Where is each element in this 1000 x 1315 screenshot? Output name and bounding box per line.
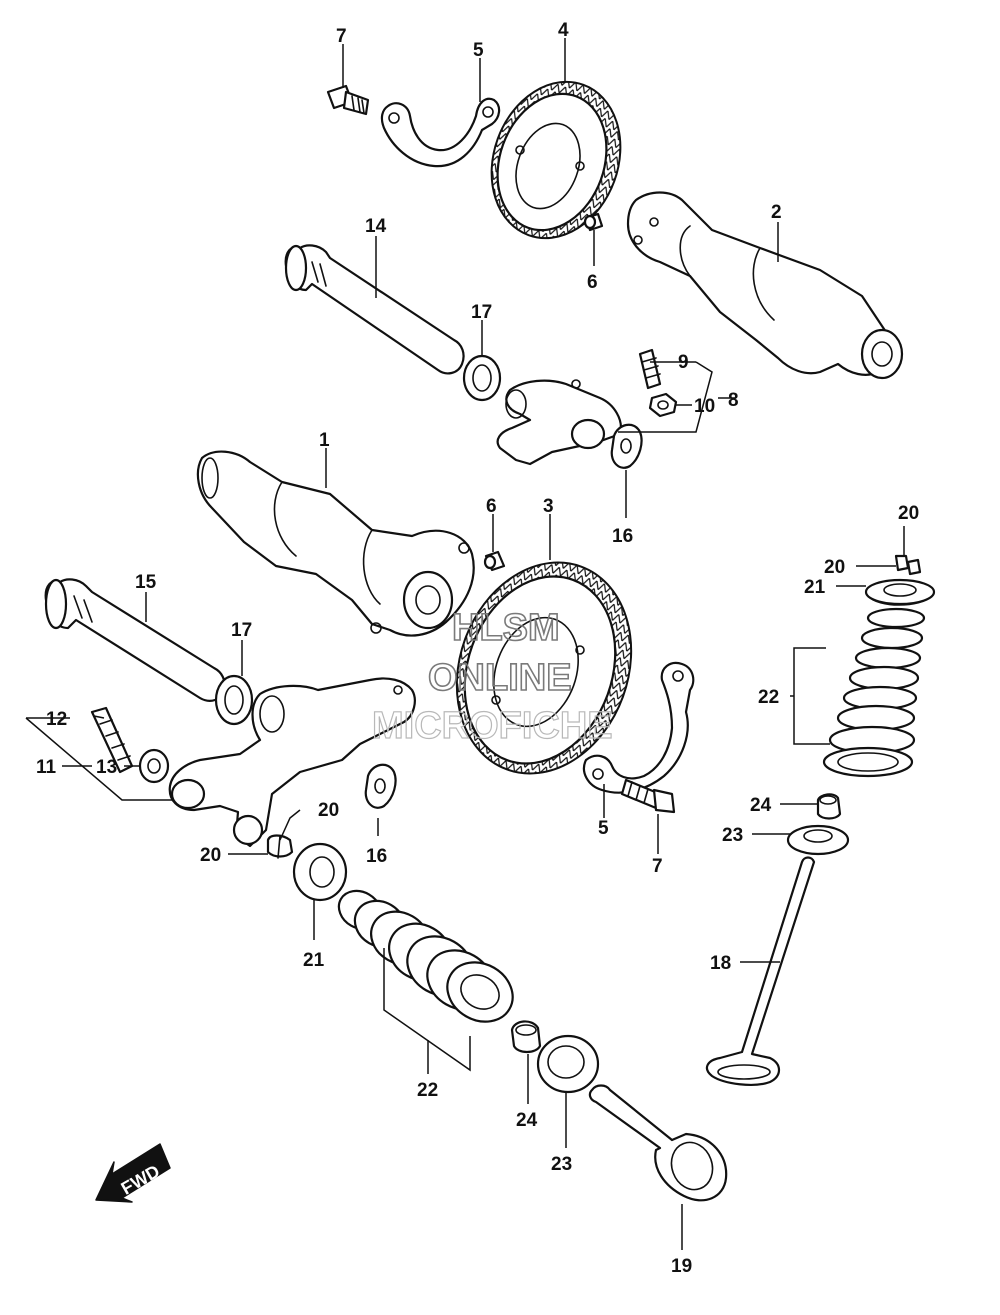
watermark: HLSM ONLINE MICROFICHE	[371, 606, 613, 747]
rocker-arm-11	[168, 677, 416, 848]
callout-17-top: 17	[471, 302, 492, 323]
lock-nut-13	[138, 748, 170, 784]
callout-5-top: 5	[473, 40, 484, 61]
callout-7-bottom: 7	[652, 856, 663, 877]
callout-6-top: 6	[587, 272, 598, 293]
callout-numbers: 7 5 4 2 6 14 17 9 10 8 16 1 6 3 15 17 12…	[36, 20, 919, 1277]
callout-1: 1	[319, 430, 330, 451]
oil-orifice-16-top	[610, 423, 643, 469]
rocker-arm-8	[496, 379, 622, 466]
callout-19: 19	[671, 1256, 692, 1277]
callout-22-top: 22	[758, 687, 779, 708]
lock-nut-10	[648, 392, 678, 418]
callout-12: 12	[46, 709, 67, 730]
oil-orifice-16-bottom	[364, 763, 397, 809]
callout-8: 8	[728, 390, 739, 411]
watermark-line-2: ONLINE	[428, 657, 572, 699]
valve-spring-22-bottom	[337, 889, 514, 1023]
washer-17-bottom	[214, 674, 254, 726]
spring-retainer-21-top	[864, 578, 936, 606]
cam-sprocket-3	[455, 561, 633, 775]
valve-spring-22-top	[822, 607, 926, 778]
valve-cotter-20-top	[894, 554, 922, 576]
dowel-pin-6-top	[583, 212, 604, 232]
callout-15: 15	[135, 572, 157, 593]
callout-6-middle: 6	[486, 496, 497, 517]
callout-24-top: 24	[750, 795, 772, 816]
washer-17-top	[462, 354, 502, 402]
callout-22-bottom: 22	[417, 1080, 438, 1101]
adjusting-screw-9	[638, 348, 662, 390]
callout-24-bottom: 24	[516, 1110, 538, 1131]
callout-20-bottom-left: 20	[200, 845, 221, 866]
callout-11: 11	[36, 757, 57, 778]
callout-7-top: 7	[336, 26, 347, 47]
cam-sprocket-4	[490, 80, 622, 240]
exhaust-valve-18	[705, 856, 816, 1086]
callout-5-bottom: 5	[598, 818, 609, 839]
callout-16-bottom: 16	[366, 846, 387, 867]
intake-valve-19	[588, 1084, 728, 1202]
camshaft-1	[196, 450, 475, 637]
callout-9: 9	[678, 352, 689, 373]
dowel-pin-6-middle	[483, 550, 506, 572]
callout-18: 18	[710, 953, 731, 974]
callout-2: 2	[771, 202, 782, 223]
camshaft-2	[626, 191, 904, 380]
watermark-line-3: MICROFICHE	[372, 705, 613, 747]
callout-20-bottom-right: 20	[318, 800, 339, 821]
callout-13: 13	[96, 757, 117, 778]
rocker-arm-shaft-15	[44, 578, 226, 702]
forward-direction-arrow: FWD	[95, 1143, 171, 1203]
callout-21-top: 21	[804, 577, 826, 598]
valve-stem-seal-24-bottom	[510, 1020, 542, 1054]
callout-23-top: 23	[722, 825, 743, 846]
rocker-arm-shaft-14	[284, 244, 465, 375]
callout-4: 4	[558, 20, 569, 41]
callout-10: 10	[694, 396, 715, 417]
bolt-7-top	[326, 84, 370, 116]
callout-21-bottom: 21	[303, 950, 325, 971]
callout-20-top-left: 20	[824, 557, 845, 578]
callout-3: 3	[543, 496, 554, 517]
leader-lines	[25, 38, 905, 1250]
callout-20-top-right: 20	[898, 503, 919, 524]
bolt-7-bottom	[620, 778, 676, 814]
callout-17-bottom: 17	[231, 620, 252, 641]
callout-14: 14	[365, 216, 387, 237]
valve-stem-seal-24-top	[816, 793, 842, 820]
spring-seat-23-bottom	[536, 1034, 600, 1094]
spring-seat-23-top	[786, 824, 850, 856]
spring-retainer-21-bottom	[292, 842, 348, 902]
cam-chain-guide-bracket-5-top	[380, 97, 501, 168]
callout-16-top: 16	[612, 526, 633, 547]
watermark-line-1: HLSM	[452, 607, 560, 649]
callout-23-bottom: 23	[551, 1154, 572, 1175]
